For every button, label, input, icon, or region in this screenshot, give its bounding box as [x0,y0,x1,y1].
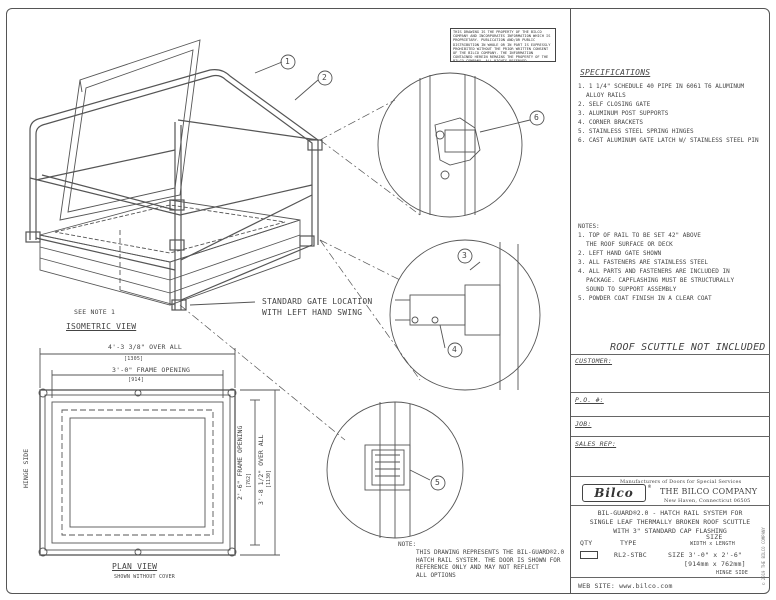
roof-scuttle-label: ROOF SCUTTLE NOT INCLUDED [610,342,766,353]
spec-item: 6. CAST ALUMINUM GATE LATCH W/ STAINLESS… [578,137,759,144]
website-link: WEB SITE: www.bilco.com [578,582,673,590]
title-block-divider [570,8,571,594]
plan-view-title: PLAN VIEW [112,562,158,571]
size-header: SIZE [706,533,723,541]
dim-overall-length: 3'-8 1/2" OVER ALL [257,434,265,505]
dim-overall-width-mm: [1305] [124,356,144,362]
notes-title: NOTES: [578,223,600,230]
bottom-note-line: THIS DRAWING REPRESENTS THE BIL-GUARD®2.… [416,549,565,556]
specifications-title: SPECIFICATIONS [580,68,651,77]
table-hinge-side: HINGE SIDE [716,570,749,576]
note-item: THE ROOF SURFACE OR DECK [586,241,673,248]
drawing-border [6,8,770,594]
note-item: PACKAGE. CAPFLASHING MUST BE STRUCTURALL… [586,277,735,284]
spec-item: 3. ALUMINUM POST SUPPORTS [578,110,669,117]
qty-box [580,551,598,559]
logo-text: Bilco [594,486,634,500]
size-value: SIZE 3'-0" x 2'-6" [668,551,743,559]
product-line: SINGLE LEAF THERMALLY BROKEN ROOF SCUTTL… [589,518,751,526]
note-item: 4. ALL PARTS AND FASTENERS ARE INCLUDED … [578,268,730,275]
callout-4: 4 [452,345,458,354]
dim-overall-length-mm: [1130] [266,469,272,488]
product-line: BIL-GUARD®2.0 - HATCH RAIL SYSTEM FOR [597,509,743,517]
callout-circles [280,54,545,491]
isometric-hatch-rails [25,69,323,311]
copyright-vertical: © 2019 THE BILCO COMPANY [761,527,766,585]
hinge-side-label: HINGE SIDE [22,448,30,488]
note-item: 2. LEFT HAND GATE SHOWN [578,250,662,257]
spec-item: ALLOY RAILS [586,92,626,99]
form-divider [571,476,770,477]
spec-item: 2. SELF CLOSING GATE [578,101,651,108]
bottom-note-line: HATCH RAIL SYSTEM. THE DOOR IS SHOWN FOR [416,556,561,564]
isometric-scuttle [39,39,301,306]
form-divider [571,416,770,417]
type-header: TYPE [620,539,637,547]
bottom-note: NOTE: THIS DRAWING REPRESENTS THE BIL-GU… [398,540,564,579]
company-location: New Haven, Connecticut 06505 [664,498,751,504]
callout-1: 1 [285,57,291,66]
bottom-note-line: ALL OPTIONS [416,571,456,579]
callout-5: 5 [435,478,441,487]
type-value: RL2-STBC [614,551,647,559]
notes-list: NOTES: 1. TOP OF RAIL TO BE SET 42" ABOV… [578,222,734,303]
callout-2: 2 [322,73,328,82]
form-divider [571,577,770,578]
plan-view-drawing [38,348,280,557]
callout-6: 6 [534,113,540,122]
form-divider [571,505,770,506]
company-name: THE BILCO COMPANY [660,487,758,496]
dim-frame-length: 2'-6" FRAME OPENING [236,425,244,500]
dim-frame-width-mm: [914] [128,377,145,383]
spec-item: 5. STAINLESS STEEL SPRING HINGES [578,128,694,135]
job-field: JOB: [575,420,592,428]
note-item: 5. POWDER COAT FINISH IN A CLEAR COAT [578,295,712,302]
product-description: BIL-GUARD®2.0 - HATCH RAIL SYSTEM FOR SI… [580,509,760,536]
gate-location-line1: STANDARD GATE LOCATION [262,297,373,306]
see-note-label: SEE NOTE 1 [74,308,116,316]
logo-reg-mark: ® [648,484,652,490]
qty-header: QTY [580,539,593,547]
spec-item: 4. CORNER BRACKETS [578,119,644,126]
form-divider [571,436,770,437]
gate-location-line2: WITH LEFT HAND SWING [262,308,363,317]
detail-spring-hinge-circle [326,401,464,539]
form-divider [571,354,770,355]
detail-hinge-circle [389,239,541,391]
dim-frame-width: 3'-0" FRAME OPENING [112,366,191,374]
po-field: P.O. #: [575,396,604,404]
company-tagline: Manufacturers of Doors for Special Servi… [620,479,742,485]
form-divider [571,392,770,393]
plan-view-subtitle: SHOWN WITHOUT COVER [114,574,175,580]
spec-item: 1. 1 1/4" SCHEDULE 40 PIPE IN 6061 T6 AL… [578,83,745,90]
bilco-logo: Bilco [582,484,646,502]
specifications-list: 1. 1 1/4" SCHEDULE 40 PIPE IN 6061 T6 AL… [578,82,759,145]
proprietary-notice: THIS DRAWING IS THE PROPERTY OF THE BILC… [450,28,556,62]
callout-3: 3 [462,251,468,260]
product-line: WITH 3" STANDARD CAP FLASHING [613,527,727,535]
bottom-note-line: REFERENCE ONLY AND MAY NOT REFLECT [416,564,539,571]
size-metric: [914mm x 762mm] [684,560,746,568]
dim-overall-width: 4'-3 3/8" OVER ALL [108,343,183,351]
customer-field: CUSTOMER: [575,357,613,365]
sales-rep-field: SALES REP: [575,440,617,448]
detail-latch-circle [377,72,531,218]
bottom-note-label: NOTE: [398,541,417,548]
size-subheader: WIDTH x LENGTH [690,541,735,547]
dim-frame-length-mm: [762] [246,472,252,488]
isometric-view-title: ISOMETRIC VIEW [66,322,137,331]
note-item: 1. TOP OF RAIL TO BE SET 42" ABOVE [578,232,701,239]
note-item: SOUND TO SUPPORT ASSEMBLY [586,286,677,293]
note-item: 3. ALL FASTENERS ARE STAINLESS STEEL [578,259,709,266]
